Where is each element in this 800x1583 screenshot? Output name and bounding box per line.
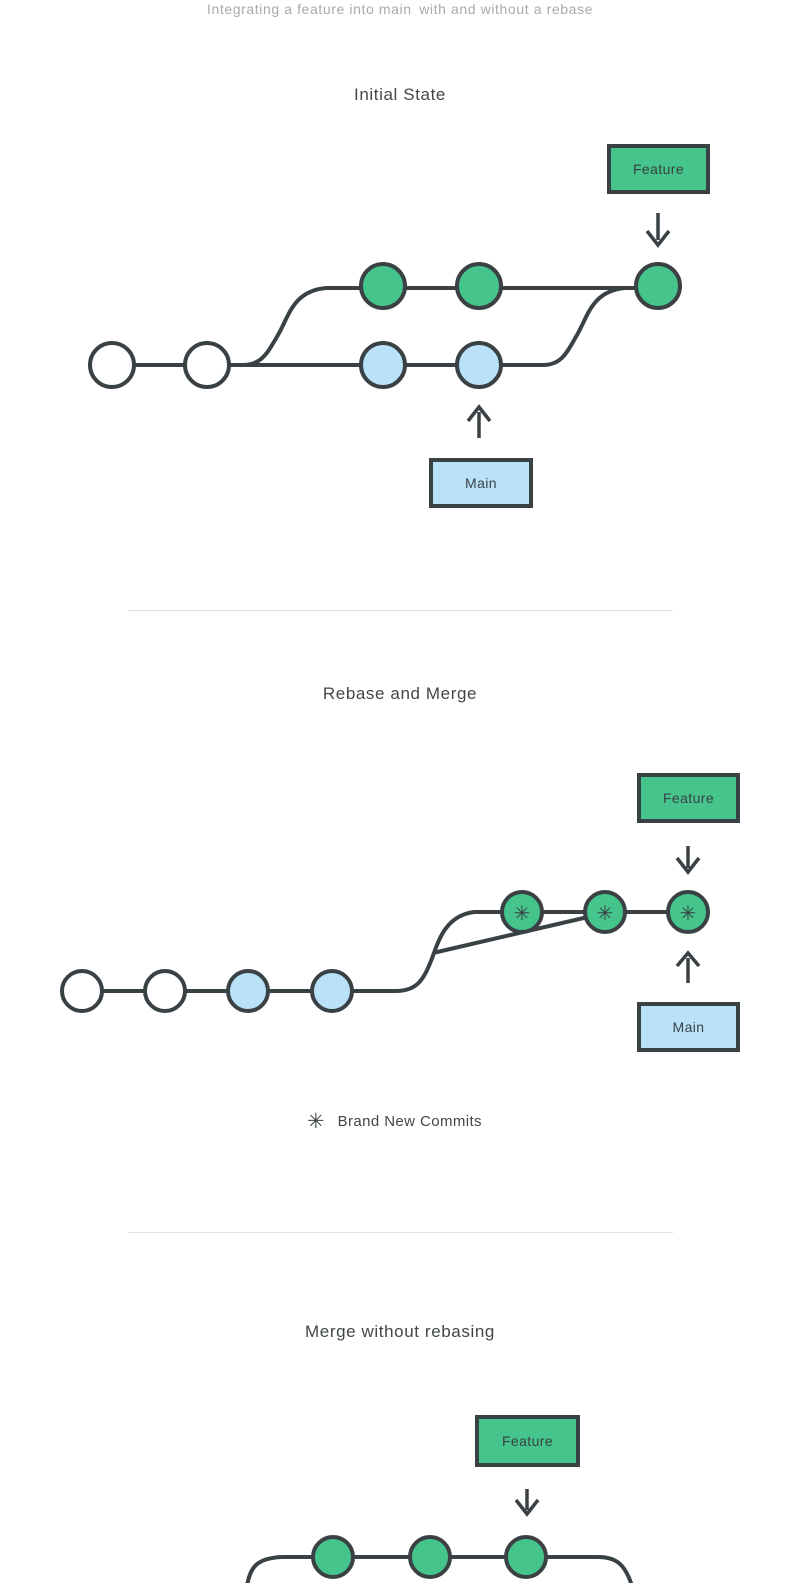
arrow-up-icon	[466, 404, 492, 438]
legend: ✳ Brand New Commits	[307, 1108, 482, 1134]
commit-node-rebased	[666, 890, 710, 934]
arrow-up-icon	[675, 950, 701, 983]
main-label-box: Main	[429, 458, 533, 508]
commit-node-main	[310, 969, 354, 1013]
arrow-down-icon	[645, 213, 671, 248]
main-branch-edge	[82, 910, 688, 993]
commit-node-shared	[143, 969, 187, 1013]
new-commit-icon: ✳	[307, 1109, 325, 1133]
arrow-down-icon	[675, 846, 701, 875]
feature-label-box: Feature	[637, 773, 740, 823]
new-commit-icon: ✳	[680, 901, 697, 925]
main-label-box: Main	[637, 1002, 740, 1052]
commit-node-shared	[88, 341, 136, 389]
section-divider	[128, 610, 673, 611]
section-heading-merge-no-rebase: Merge without rebasing	[305, 1322, 495, 1341]
new-commit-icon: ✳	[597, 901, 614, 925]
commit-node-shared	[60, 969, 104, 1013]
commit-node-main	[226, 969, 270, 1013]
legend-label: Brand New Commits	[337, 1112, 482, 1130]
git-graph-rebase-merge: ✳ ✳ ✳	[60, 846, 710, 1013]
commit-node-main	[455, 341, 503, 389]
new-commit-icon: ✳	[514, 901, 531, 925]
commit-node-feature-tip	[634, 262, 682, 310]
commit-node-feature	[504, 1535, 548, 1579]
commit-node-main	[359, 341, 407, 389]
git-graph-merge-without-rebase	[245, 1489, 634, 1583]
commit-node-feature	[455, 262, 503, 310]
feature-label-box: Feature	[475, 1415, 580, 1467]
section-heading-initial-state: Initial State	[354, 85, 446, 104]
commit-node-rebased	[500, 890, 544, 934]
commit-node-feature	[408, 1535, 452, 1579]
git-graph-initial-state	[88, 213, 682, 438]
page-title: Integrating a feature into main with and…	[207, 1, 593, 17]
arrow-down-icon	[514, 1489, 540, 1517]
section-heading-rebase-merge: Rebase and Merge	[322, 684, 478, 703]
commit-node-shared	[183, 341, 231, 389]
merge-edge	[432, 915, 589, 955]
feature-branch-edge	[230, 286, 658, 367]
section-divider	[128, 1232, 673, 1233]
commit-node-feature	[359, 262, 407, 310]
commit-node-rebased	[583, 890, 627, 934]
commit-node-feature	[311, 1535, 355, 1579]
feature-label-box: Feature	[607, 144, 710, 194]
main-branch-edge	[112, 286, 658, 367]
